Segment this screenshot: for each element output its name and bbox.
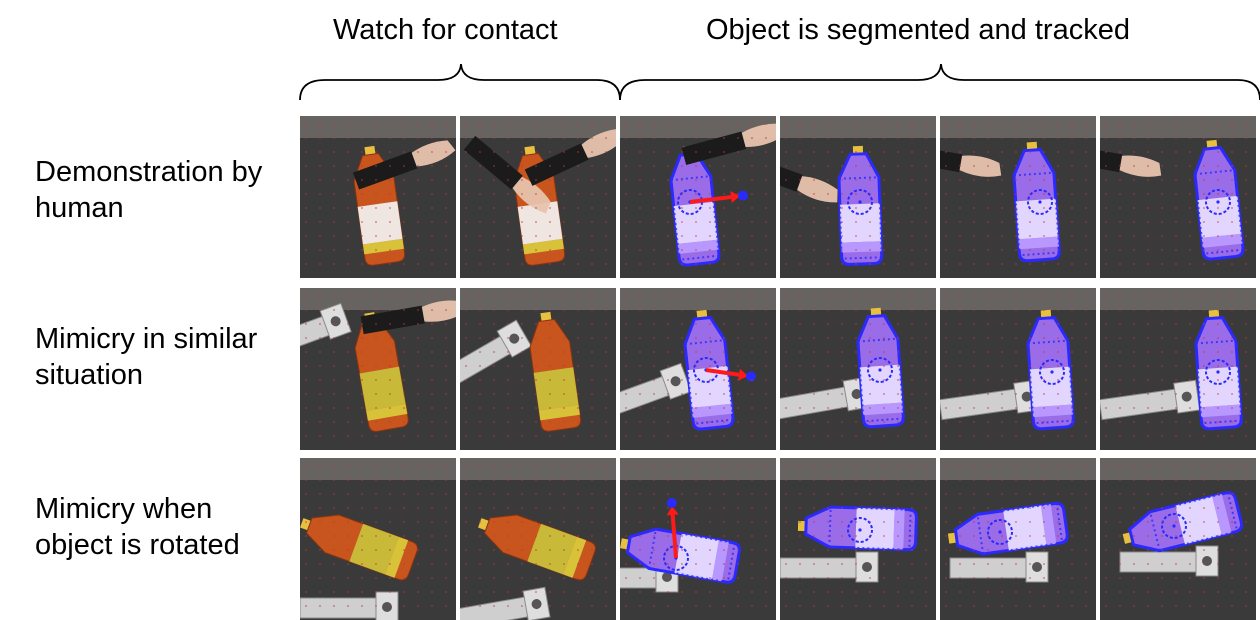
brace-segmented-tracked [619,63,1260,101]
frame-row2-col4 [780,288,936,450]
frame-row3-col3 [620,458,776,620]
frame-row3-col1 [300,458,456,620]
frame-row1-col4 [780,116,936,278]
frame-row3-col2 [460,458,616,620]
brace-watch-for-contact [299,63,621,101]
frame-row3-col4 [780,458,936,620]
frame-row2-col5 [940,288,1096,450]
header-object-segmented-tracked: Object is segmented and tracked [706,14,1130,46]
braces [299,63,1260,101]
frame-row1-col5 [940,116,1096,278]
frame-row2-col1 [300,288,456,450]
frame-row1-col6 [1100,116,1256,278]
frame-row1-col2 [460,116,616,278]
frame-row2-col2 [460,288,616,450]
frame-row3-col6 [1100,458,1256,620]
frame-row2-col3 [620,288,776,450]
frame-row1-col1 [300,116,456,278]
frame-row2-col6 [1100,288,1256,450]
frame-row3-col5 [940,458,1096,620]
frame-row1-col3 [620,116,776,278]
header-watch-for-contact: Watch for contact [333,14,558,46]
